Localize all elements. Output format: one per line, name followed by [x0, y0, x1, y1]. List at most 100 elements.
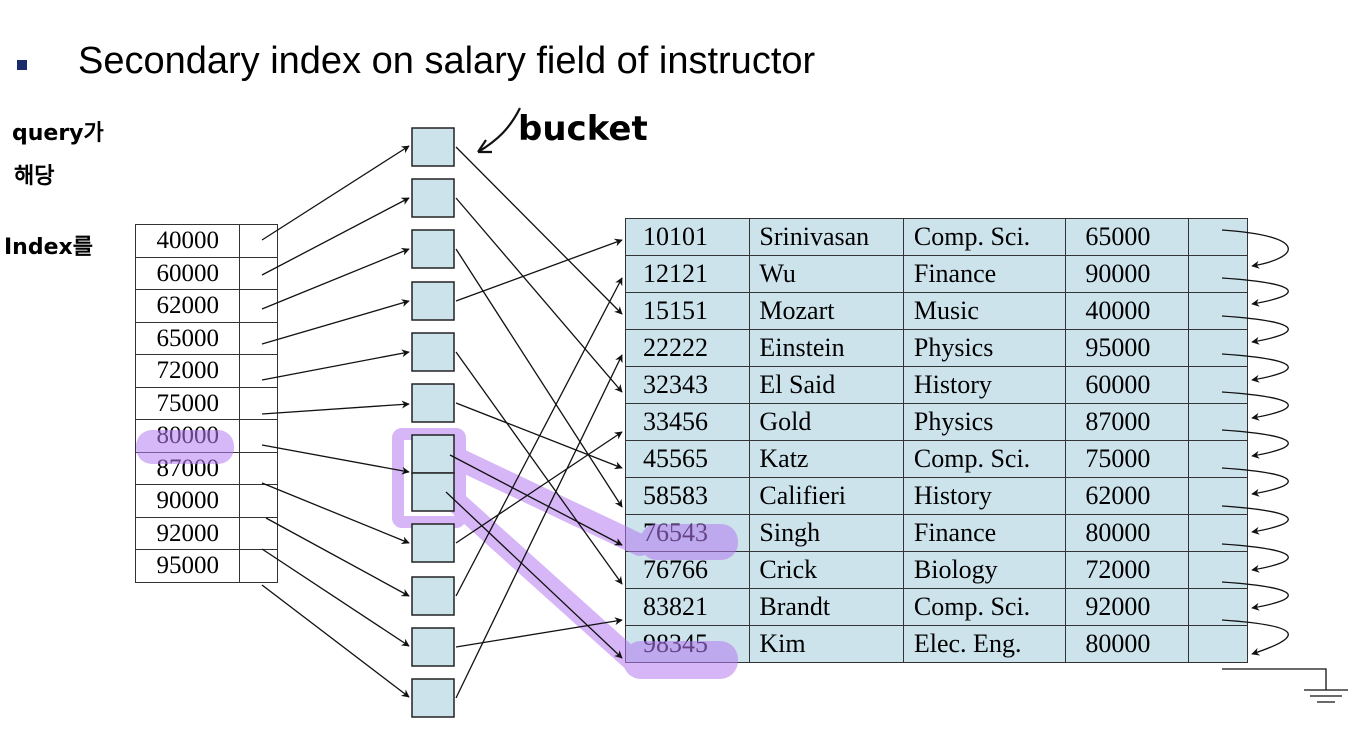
- pointer-arrow: [261, 444, 410, 475]
- pointer-arrow: [455, 431, 623, 544]
- instructor-dept: Finance: [902, 255, 1067, 293]
- instructor-dept: Comp. Sci.: [902, 440, 1067, 478]
- pointer-arrow: [261, 548, 410, 647]
- pointer-arrow: [261, 400, 410, 415]
- pointer-arrow: [261, 482, 410, 544]
- bucket-label: bucket: [518, 109, 648, 149]
- instructor-name: Einstein: [749, 329, 904, 367]
- bucket-box: [411, 178, 455, 218]
- instructor-dept: Comp. Sci.: [902, 218, 1067, 256]
- bucket-box: [411, 332, 455, 372]
- instructor-name: Mozart: [749, 292, 904, 330]
- pointer-arrow: [261, 584, 410, 698]
- next-pointer-cell: [1187, 477, 1249, 515]
- pointer-arrow: [455, 248, 623, 508]
- index-key: 60000: [134, 256, 241, 290]
- index-to-bucket-arrows: [261, 145, 410, 698]
- instructor-dept: Finance: [902, 514, 1067, 552]
- note-line-1: query가: [12, 121, 104, 146]
- instructor-dept: Elec. Eng.: [902, 625, 1067, 663]
- index-key: 95000: [134, 549, 241, 583]
- next-pointer-cell: [1187, 329, 1249, 367]
- pointer-arrow: [265, 517, 410, 597]
- index-key: 92000: [134, 516, 241, 550]
- pointer-arrow: [1221, 543, 1289, 573]
- pointer-arrow: [1221, 505, 1289, 535]
- index-key: 40000: [134, 224, 241, 258]
- index-pointer-cell: [239, 224, 278, 258]
- instructor-salary: 92000: [1065, 588, 1189, 626]
- index-key: 62000: [134, 289, 241, 323]
- index-row: 92000: [134, 516, 278, 550]
- instructor-salary: 90000: [1065, 255, 1189, 293]
- pointer-arrow: [261, 145, 410, 241]
- instructor-dept: History: [902, 366, 1067, 404]
- slide-title: Secondary index on salary field of instr…: [78, 40, 816, 82]
- bucket-box: [411, 576, 455, 616]
- note-line-2: 해당: [14, 164, 54, 189]
- index-row: 60000: [134, 256, 278, 290]
- index-pointer-cell: [239, 354, 278, 388]
- index-row: 95000: [134, 549, 278, 583]
- bucket-column: [411, 127, 455, 718]
- bucket-box: [411, 523, 455, 563]
- next-pointer-cell: [1187, 255, 1249, 293]
- instructor-salary: 75000: [1065, 440, 1189, 478]
- pointer-arrow: [261, 299, 410, 345]
- pointer-arrow: [261, 349, 410, 381]
- index-key: 75000: [134, 386, 241, 420]
- bucket-box: [411, 229, 455, 269]
- pointer-arrow: [261, 248, 410, 310]
- pointer-arrow: [1221, 277, 1289, 307]
- index-pointer-cell: [239, 516, 278, 550]
- instructor-id: 15151: [624, 292, 751, 330]
- salary-index-table: 40000 60000 62000 65000 72000 75000 8000…: [134, 224, 278, 583]
- bucket-box: [411, 627, 455, 667]
- pointer-arrow: [1221, 353, 1289, 383]
- instructor-salary: 60000: [1065, 366, 1189, 404]
- instructor-name: Gold: [749, 403, 904, 441]
- instructor-salary: 80000: [1065, 514, 1189, 552]
- next-pointer-cell: [1187, 218, 1249, 256]
- index-pointer-cell: [239, 484, 278, 518]
- pointer-arrow: [445, 491, 623, 659]
- instructor-name: Crick: [749, 551, 904, 589]
- pointer-arrow: [455, 354, 623, 699]
- bucket-box: [411, 383, 455, 423]
- instructor-salary: 95000: [1065, 329, 1189, 367]
- note-line-3: Index를: [4, 235, 93, 260]
- pointer-arrow: [455, 351, 623, 585]
- pointer-arrow: [455, 146, 623, 315]
- highlight-index-80000: [136, 430, 234, 464]
- index-row: 72000: [134, 354, 278, 388]
- bucket-box: [411, 472, 455, 512]
- pointer-arrow: [1221, 315, 1289, 345]
- instructor-name: Wu: [749, 255, 904, 293]
- index-pointer-cell: [239, 386, 278, 420]
- pointer-arrow: [455, 617, 623, 648]
- instructor-id: 33456: [624, 403, 751, 441]
- index-row: 75000: [134, 386, 278, 420]
- instructor-dept: History: [902, 477, 1067, 515]
- highlight-76543: [640, 524, 738, 560]
- next-pointer-cell: [1187, 403, 1249, 441]
- instructor-name: Kim: [749, 625, 904, 663]
- instructor-name: Katz: [749, 440, 904, 478]
- index-pointer-cell: [239, 451, 278, 485]
- instructor-name: Srinivasan: [749, 218, 904, 256]
- index-row: 40000: [134, 224, 278, 258]
- pointer-arrow: [455, 402, 623, 470]
- annotation-arrow: [477, 107, 521, 154]
- pointer-arrow: [1221, 391, 1289, 421]
- pointer-arrow: [261, 197, 410, 276]
- pointer-arrow: [449, 454, 623, 546]
- bullet-square: [17, 60, 27, 70]
